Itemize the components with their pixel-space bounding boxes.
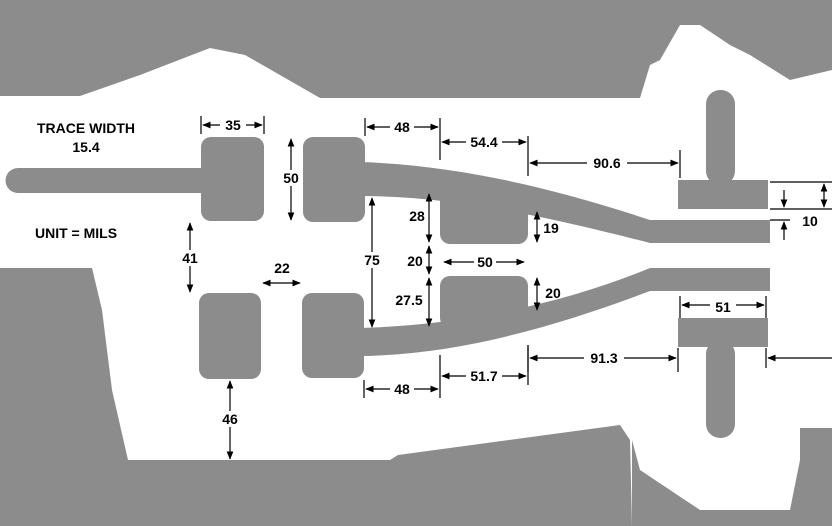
- dim-19: 19: [543, 220, 559, 236]
- dim-48-bot: 48: [394, 381, 410, 397]
- dim-50-gap: 50: [477, 254, 493, 270]
- trace-width-label: TRACE WIDTH: [37, 120, 135, 136]
- dim-27-5: 27.5: [395, 292, 422, 308]
- dim-91-3: 91.3: [590, 350, 617, 366]
- dim-90-6: 90.6: [593, 155, 620, 171]
- dim-20-mid: 20: [407, 253, 423, 269]
- pad-bottom-left: [199, 293, 261, 379]
- dim-46: 46: [222, 411, 238, 427]
- dim-22: 22: [274, 260, 290, 276]
- dim-51-7: 51.7: [470, 368, 497, 384]
- unit-label: UNIT = MILS: [35, 225, 117, 241]
- top-ground-pour: [0, 0, 832, 98]
- bottom-right-ground-pour: [632, 428, 832, 526]
- trace-width-value: 15.4: [72, 139, 99, 155]
- dim-28: 28: [409, 208, 425, 224]
- right-bottom-post: [706, 340, 735, 438]
- dim-41: 41: [182, 250, 198, 266]
- dim-75: 75: [364, 252, 380, 268]
- input-trace: [5, 168, 210, 193]
- dim-50-pad: 50: [283, 170, 299, 186]
- dim-51: 51: [715, 299, 731, 315]
- right-top-post: [706, 90, 735, 185]
- lower-curved-trace: [360, 268, 770, 356]
- pad-top-center: [303, 137, 365, 222]
- upper-curved-trace: [360, 162, 770, 243]
- dim-10: 10: [802, 213, 818, 229]
- dim-20-right: 20: [545, 285, 561, 301]
- pad-bottom-center: [302, 293, 364, 378]
- dim-48-top: 48: [394, 119, 410, 135]
- pad-top-left: [201, 137, 264, 221]
- dim-35: 35: [225, 117, 241, 133]
- dim-54-4: 54.4: [470, 134, 497, 150]
- bottom-left-ground-pour: [0, 268, 632, 526]
